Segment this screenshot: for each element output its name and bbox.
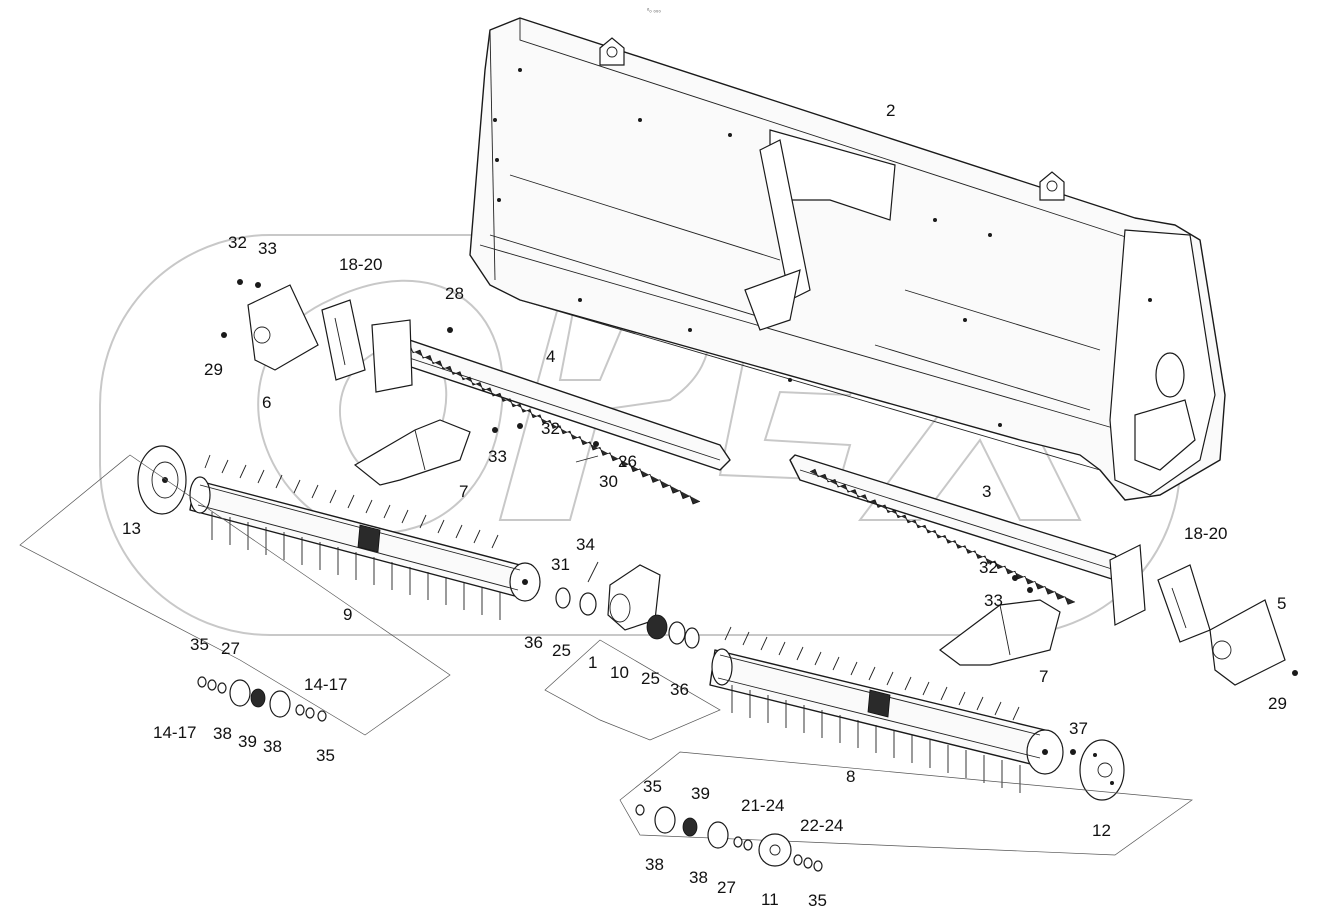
label-6: 6 [262,393,271,412]
label-9: 9 [343,605,352,624]
label-21-24: 21-24 [741,796,784,815]
hardware-group-bottom [544,639,1193,872]
frame-assembly-part-2 [469,17,1226,501]
plate-part-18-20-left [321,299,366,381]
label-14-17: 14-17 [153,723,196,742]
label-35: 35 [316,746,335,765]
label-32: 32 [541,419,560,438]
label-18-20: 18-20 [339,255,382,274]
label-29: 29 [204,360,223,379]
label-35: 35 [643,777,662,796]
label-34: 34 [576,535,595,554]
bearing-part-10 [646,614,668,640]
disc-part-13 [137,445,187,515]
bracket-part-5 [1209,599,1286,686]
label-18-20: 18-20 [1184,524,1227,543]
bolt-part-30 [575,455,599,463]
bolt-part-31 [587,561,599,583]
label-38: 38 [689,868,708,887]
bracket-part-7-right [939,599,1061,666]
disc-part-12 [1079,739,1125,801]
label-33: 33 [258,239,277,258]
plate-part-18-20-right [1157,564,1211,643]
sprocket-part-11 [758,833,792,867]
label-35: 35 [808,891,827,910]
ring-part-25-right [668,621,686,645]
label-35: 35 [190,635,209,654]
label-2: 2 [886,101,895,120]
header-small-text: ᵒ₀ ₀₀₀ [647,8,661,14]
label-39: 39 [691,784,710,803]
label-13: 13 [122,519,141,538]
label-32: 32 [228,233,247,252]
label-37: 37 [1069,719,1088,738]
label-5: 5 [1277,594,1286,613]
label-12: 12 [1092,821,1111,840]
label-27: 27 [221,639,240,658]
ring-part-36-right [684,627,700,649]
label-30: 30 [599,472,618,491]
label-14-17: 14-17 [304,675,347,694]
bracket-part-6 [247,284,319,371]
rail-part-3 [789,454,1146,626]
label-1: 1 [588,653,597,672]
rail-part-4 [371,319,731,505]
part-number-labels: 2 32 33 18-20 28 29 6 4 32 33 26 30 7 13… [122,101,1287,910]
label-4: 4 [546,347,555,366]
rotor-part-8 [709,626,1064,793]
hardware-group-left [19,454,451,736]
label-11: 11 [761,890,779,909]
label-36: 36 [670,680,689,699]
label-25: 25 [552,641,571,660]
label-38: 38 [263,737,282,756]
ring-part-25-left [579,592,597,616]
label-33: 33 [984,591,1003,610]
label-28: 28 [445,284,464,303]
label-39: 39 [238,732,257,751]
ring-part-36-left [555,587,571,609]
label-32: 32 [979,558,998,577]
label-38: 38 [645,855,664,874]
label-8: 8 [846,767,855,786]
label-38: 38 [213,724,232,743]
label-7: 7 [1039,667,1048,686]
label-3: 3 [982,482,991,501]
label-36: 36 [524,633,543,652]
rotor-part-9 [189,454,541,620]
bracket-part-7-left [353,419,471,486]
label-31: 31 [551,555,570,574]
label-27: 27 [717,878,736,897]
label-29: 29 [1268,694,1287,713]
label-33: 33 [488,447,507,466]
label-22-24: 22-24 [800,816,843,835]
label-26: 26 [618,452,637,471]
label-25: 25 [641,669,660,688]
label-7: 7 [459,482,468,501]
label-10: 10 [610,663,629,682]
pin-part-37 [1070,749,1076,755]
